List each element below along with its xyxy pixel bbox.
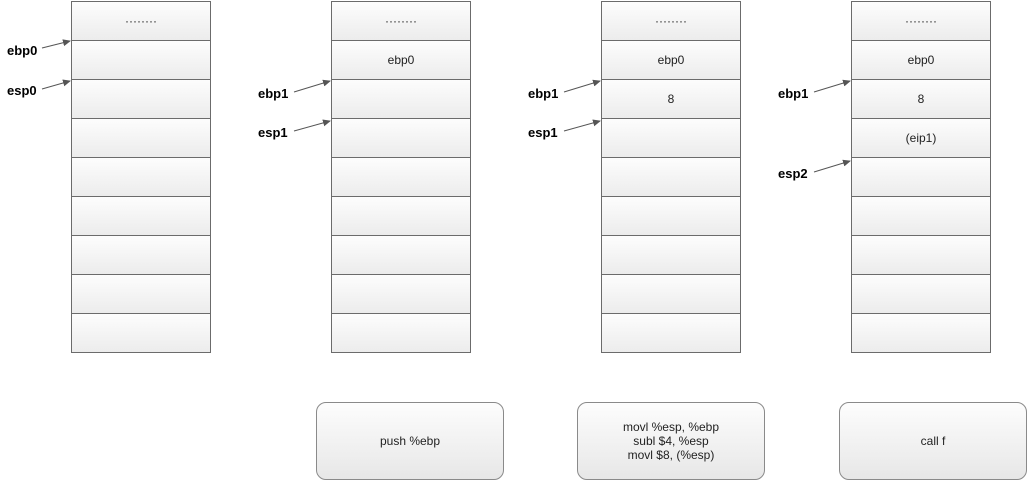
instruction-line: subl $4, %esp (633, 434, 709, 448)
stack-column-2: ········ ebp0 8 (601, 1, 741, 353)
stack-cell: 8 (601, 79, 741, 119)
stack-cell (71, 313, 211, 353)
instruction-box-call: call f (839, 402, 1027, 480)
stack-cell (851, 157, 991, 197)
arrow-ebp1 (813, 79, 851, 93)
stack-cell: ebp0 (851, 40, 991, 80)
arrow-ebp1 (563, 79, 601, 93)
pointer-label-esp: esp0 (7, 83, 37, 98)
arrow-ebp0 (41, 39, 71, 49)
instruction-box-prologue: movl %esp, %ebp subl $4, %esp movl $8, (… (577, 402, 765, 480)
stack-cell (71, 196, 211, 236)
pointer-label-esp: esp1 (528, 125, 558, 140)
pointer-label-ebp: ebp0 (7, 43, 38, 58)
stack-cell (601, 235, 741, 275)
instruction-line: call f (920, 434, 946, 448)
arrow-esp1 (563, 119, 601, 132)
stack-cell (71, 235, 211, 275)
stack-cell (601, 313, 741, 353)
arrow-esp1 (293, 119, 331, 132)
stack-cell (601, 274, 741, 314)
stack-cell (331, 157, 471, 197)
stack-column-3: ········ ebp0 8 (eip1) (851, 1, 991, 353)
instruction-line: movl $8, (%esp) (627, 448, 715, 462)
stack-cell: 8 (851, 79, 991, 119)
stack-cell (331, 235, 471, 275)
stack-cell (71, 274, 211, 314)
stack-column-1: ········ ebp0 (331, 1, 471, 353)
stack-cell (331, 196, 471, 236)
stack-cell (71, 79, 211, 119)
stack-cell (601, 118, 741, 158)
pointer-label-ebp: ebp1 (258, 86, 289, 101)
pointer-label-esp: esp2 (778, 166, 808, 181)
arrow-esp2 (813, 159, 851, 173)
pointer-label-ebp: ebp1 (778, 86, 809, 101)
stack-cell (331, 118, 471, 158)
arrow-esp0 (41, 79, 71, 90)
stack-cell (331, 313, 471, 353)
stack-cell: ebp0 (601, 40, 741, 80)
stack-cell: ········ (601, 1, 741, 41)
stack-cell (851, 313, 991, 353)
instruction-box-push: push %ebp (316, 402, 504, 480)
stack-cell: ········ (331, 1, 471, 41)
stack-cell (71, 118, 211, 158)
stack-cell: ········ (71, 1, 211, 41)
stack-cell: ········ (851, 1, 991, 41)
instruction-line: movl %esp, %ebp (622, 420, 720, 434)
stack-column-0: ········ (71, 1, 211, 353)
stack-cell (601, 157, 741, 197)
pointer-label-ebp: ebp1 (528, 86, 559, 101)
arrow-ebp1 (293, 79, 331, 93)
pointer-label-esp: esp1 (258, 125, 288, 140)
instruction-line: push %ebp (379, 434, 441, 448)
